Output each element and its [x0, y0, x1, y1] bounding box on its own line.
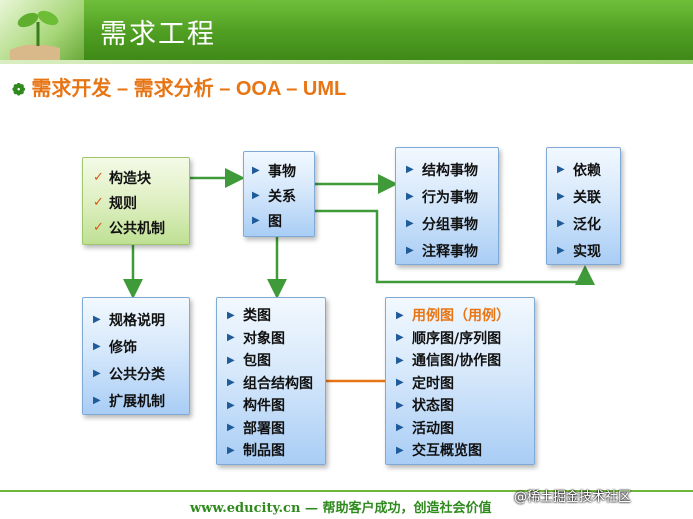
item-things: ▶事物: [252, 163, 296, 180]
item-relationships: ▶关系: [252, 188, 296, 205]
header-title: 需求工程: [100, 19, 216, 50]
triangle-bullet-icon: ▶: [396, 399, 404, 411]
item-behavioral-things: ▶行为事物: [406, 189, 478, 206]
triangle-bullet-icon: ▶: [252, 190, 260, 201]
item-grouping-things: ▶分组事物: [406, 216, 478, 233]
item-object-diagram: ▶对象图: [227, 330, 285, 347]
triangle-bullet-icon: ▶: [227, 332, 235, 344]
item-artifact-diagram: ▶制品图: [227, 443, 285, 460]
item-diagrams: ▶图: [252, 213, 282, 230]
triangle-bullet-icon: ▶: [227, 422, 235, 434]
item-annotational-things: ▶注释事物: [406, 243, 478, 260]
check-icon: ✓: [93, 220, 104, 235]
triangle-bullet-icon: ▶: [396, 444, 404, 456]
item-sequence-diagram: ▶顺序图/序列图: [396, 330, 502, 347]
triangle-bullet-icon: ▶: [557, 218, 565, 229]
triangle-bullet-icon: ▶: [396, 332, 404, 344]
triangle-bullet-icon: ▶: [406, 218, 414, 229]
item-common-mechanisms: ✓公共机制: [93, 220, 165, 237]
flower-bullet-icon: ❁: [12, 82, 26, 99]
triangle-bullet-icon: ▶: [252, 165, 260, 176]
triangle-bullet-icon: ▶: [557, 245, 565, 256]
triangle-bullet-icon: ▶: [396, 422, 404, 434]
item-state-diagram: ▶状态图: [396, 398, 454, 415]
triangle-bullet-icon: ▶: [557, 164, 565, 175]
item-interaction-overview-diagram: ▶交互概览图: [396, 443, 482, 460]
item-communication-diagram: ▶通信图/协作图: [396, 353, 502, 370]
triangle-bullet-icon: ▶: [93, 341, 101, 352]
item-extensibility: ▶扩展机制: [93, 393, 165, 410]
item-component-diagram: ▶构件图: [227, 398, 285, 415]
box-relation-kinds: ▶依赖 ▶关联 ▶泛化 ▶实现: [546, 147, 621, 265]
triangle-bullet-icon: ▶: [227, 354, 235, 366]
item-association: ▶关联: [557, 189, 601, 206]
triangle-bullet-icon: ▶: [93, 395, 101, 406]
item-composite-structure-diagram: ▶组合结构图: [227, 375, 313, 392]
item-building-block: ✓构造块: [93, 170, 151, 187]
check-icon: ✓: [93, 195, 104, 210]
item-dependency: ▶依赖: [557, 162, 601, 179]
triangle-bullet-icon: ▶: [396, 309, 404, 321]
item-activity-diagram: ▶活动图: [396, 420, 454, 437]
section-title: ❁ 需求开发 – 需求分析 – OOA – UML: [12, 72, 346, 101]
triangle-bullet-icon: ▶: [93, 314, 101, 325]
triangle-bullet-icon: ▶: [406, 164, 414, 175]
box-structure-diagrams: ▶类图 ▶对象图 ▶包图 ▶组合结构图 ▶构件图 ▶部署图 ▶制品图: [216, 297, 326, 465]
footer-bar: www.educity.cn — 帮助客户成功，创造社会价值: [0, 490, 693, 519]
section-title-text: 需求开发 – 需求分析 – OOA – UML: [31, 78, 347, 100]
box-behavior-diagrams: ▶用例图（用例） ▶顺序图/序列图 ▶通信图/协作图 ▶定时图 ▶状态图 ▶活动…: [385, 297, 535, 465]
item-realization: ▶实现: [557, 243, 601, 260]
footer-text: www.educity.cn — 帮助客户成功，创造社会价值: [190, 501, 492, 516]
item-use-case-diagram: ▶用例图（用例）: [396, 308, 510, 325]
triangle-bullet-icon: ▶: [227, 309, 235, 321]
triangle-bullet-icon: ▶: [227, 399, 235, 411]
box-common-mechanisms: ▶规格说明 ▶修饰 ▶公共分类 ▶扩展机制: [82, 297, 190, 415]
triangle-bullet-icon: ▶: [406, 191, 414, 202]
check-icon: ✓: [93, 170, 104, 185]
item-deployment-diagram: ▶部署图: [227, 420, 285, 437]
box-thing-kinds: ▶结构事物 ▶行为事物 ▶分组事物 ▶注释事物: [395, 147, 499, 265]
watermark-text: @稀土掘金技术社区: [514, 490, 632, 505]
triangle-bullet-icon: ▶: [557, 191, 565, 202]
item-package-diagram: ▶包图: [227, 353, 271, 370]
item-structural-things: ▶结构事物: [406, 162, 478, 179]
item-rules: ✓规则: [93, 195, 137, 212]
sprout-logo-icon: [0, 0, 84, 60]
item-generalization: ▶泛化: [557, 216, 601, 233]
triangle-bullet-icon: ▶: [227, 377, 235, 389]
header-bar: 需求工程: [0, 0, 693, 60]
triangle-bullet-icon: ▶: [227, 444, 235, 456]
box-building-blocks: ✓构造块 ✓规则 ✓公共机制: [82, 157, 190, 245]
item-timing-diagram: ▶定时图: [396, 375, 454, 392]
item-class-diagram: ▶类图: [227, 308, 271, 325]
item-specification: ▶规格说明: [93, 312, 165, 329]
triangle-bullet-icon: ▶: [252, 215, 260, 226]
item-common-divisions: ▶公共分类: [93, 366, 165, 383]
triangle-bullet-icon: ▶: [406, 245, 414, 256]
header-underline: [0, 60, 693, 64]
triangle-bullet-icon: ▶: [396, 377, 404, 389]
triangle-bullet-icon: ▶: [93, 368, 101, 379]
box-things: ▶事物 ▶关系 ▶图: [243, 151, 315, 237]
item-adornment: ▶修饰: [93, 339, 137, 356]
triangle-bullet-icon: ▶: [396, 354, 404, 366]
